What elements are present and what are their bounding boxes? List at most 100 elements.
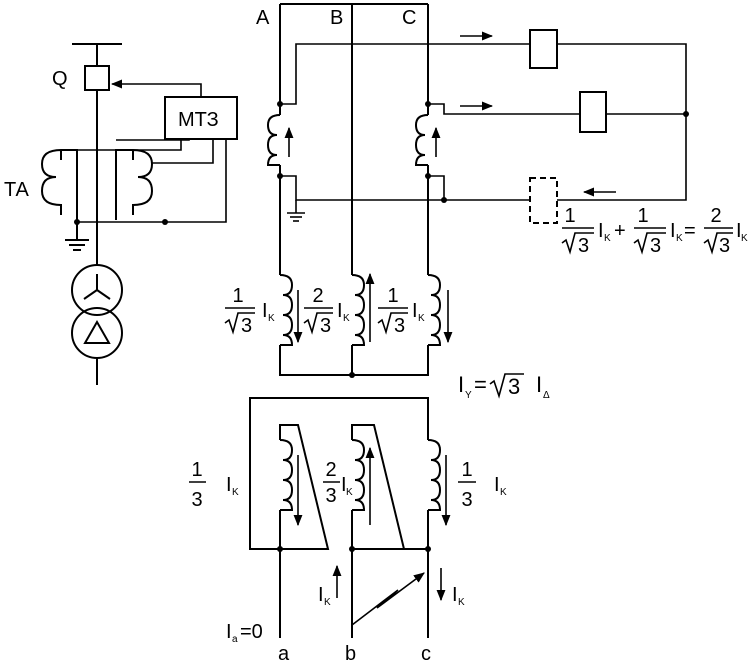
single-line-scheme: Q МТЗ ТА	[4, 43, 238, 385]
relay-wire-3	[152, 139, 214, 164]
ct-label: ТА	[4, 179, 30, 201]
delta-wire-outer	[249, 397, 429, 550]
fraction-denominator: 3	[650, 235, 661, 257]
breaker-label: Q	[52, 68, 68, 90]
breaker-q-symbol	[84, 65, 110, 91]
current-symbol: I	[736, 220, 742, 242]
star-neutral	[279, 345, 429, 376]
sqrt-sign	[224, 312, 255, 335]
fraction-denominator: 3	[578, 235, 589, 257]
current-subscript: K	[741, 233, 748, 244]
phase-b-label: B	[330, 7, 343, 29]
three-phase-scheme: A B C	[189, 3, 748, 663]
star-winding-b	[351, 274, 366, 346]
current-symbol: I	[670, 220, 676, 242]
sqrt-sign	[703, 232, 733, 255]
relay-wire-2	[116, 139, 190, 141]
trip-command-arrow	[110, 79, 202, 97]
terminal-b-label: b	[345, 643, 356, 663]
junction-dot	[162, 219, 168, 225]
current-symbol: I	[262, 300, 268, 322]
ct-secondary-right	[115, 149, 133, 220]
current-subscript: K	[268, 313, 275, 324]
equals-sign: =	[474, 372, 487, 397]
junction-dot	[74, 219, 80, 225]
fault-current-b-subscript: K	[324, 597, 331, 608]
relay-wire-1	[77, 139, 182, 151]
delta-current-b-label: 2 3 I K	[323, 459, 353, 507]
star-winding-a	[279, 274, 294, 346]
fault-current-c-symbol: I	[452, 584, 458, 606]
sqrt-sign	[377, 312, 408, 335]
star-symbol	[83, 289, 98, 300]
relay-coil-2	[579, 91, 607, 133]
wire-to-relay-1	[280, 43, 530, 105]
current-symbol: I	[226, 474, 232, 496]
fraction-denominator: 3	[191, 489, 202, 511]
current-subscript: K	[604, 233, 611, 244]
terminal-c-label: c	[421, 643, 431, 663]
ct-core-left	[40, 148, 62, 215]
fraction-numerator: 2	[325, 459, 336, 481]
sqrt-sign	[303, 312, 333, 335]
short-circuit-zigzag	[351, 572, 425, 626]
fault-current-a-symbol: I	[226, 621, 232, 643]
fraction-denominator: 3	[325, 485, 336, 507]
transformer-winding-star	[71, 264, 123, 316]
relay-wire-4	[77, 139, 227, 223]
root-argument: 3	[508, 374, 520, 399]
fraction-denominator: 3	[394, 315, 405, 337]
sqrt-sign	[489, 373, 524, 399]
current-subscript: K	[418, 313, 425, 324]
relay-coil-neutral	[529, 177, 558, 224]
plus-sign: +	[614, 220, 626, 242]
fraction-numerator: 1	[637, 205, 648, 227]
current-subscript: K	[232, 487, 239, 498]
delta-link-b	[351, 424, 406, 550]
fraction-denominator: 3	[461, 489, 472, 511]
delta-current-c-label: 1 3 I K	[458, 459, 507, 511]
fault-current-a-subscript: a	[232, 634, 238, 645]
fraction-denominator: 3	[320, 315, 331, 337]
star-current-b-label: 2 3 I K	[303, 285, 350, 337]
neutral-point	[349, 372, 355, 378]
ct-core-right	[132, 148, 154, 215]
relay-coil-1	[529, 29, 558, 69]
ct-phase-c	[414, 114, 429, 166]
star-symbol	[96, 289, 111, 300]
fraction-denominator: 3	[719, 235, 730, 257]
neutral-wire-c	[428, 175, 445, 200]
current-symbol: I	[536, 372, 542, 397]
sqrt-sign	[633, 232, 666, 255]
ct-secondary-left	[61, 149, 78, 240]
fault-current-c-subscript: K	[458, 597, 465, 608]
delta-winding-a	[279, 439, 294, 511]
current-symbol: I	[337, 300, 343, 322]
fraction-numerator: 1	[461, 459, 472, 481]
relay-sum-formula: 1 3 I K + 1 3 I K = 2 3 I K	[561, 205, 748, 257]
relay-return-wire	[557, 43, 687, 201]
current-subscript: Δ	[543, 390, 550, 401]
fault-current-b-symbol: I	[318, 584, 324, 606]
delta-winding-c	[427, 439, 442, 511]
terminal-a-label: a	[278, 643, 290, 663]
delta-current-a-label: 1 3 I K	[189, 459, 239, 511]
fraction-numerator: 1	[564, 205, 575, 227]
wire-to-relay-2	[428, 103, 580, 115]
junction-dot	[683, 111, 689, 117]
junction-dot	[441, 197, 447, 203]
fraction-numerator: 1	[232, 285, 243, 307]
fraction-numerator: 2	[710, 205, 721, 227]
current-symbol: I	[412, 300, 418, 322]
delta-winding-b	[351, 439, 366, 511]
current-symbol: I	[598, 220, 604, 242]
star-winding-c	[427, 274, 442, 346]
current-subscript: K	[343, 313, 350, 324]
current-symbol: I	[458, 372, 464, 397]
current-symbol: I	[341, 474, 347, 496]
ct-phase-a	[266, 114, 281, 166]
star-current-a-label: 1 3 I K	[224, 285, 275, 337]
phase-c-label: C	[402, 7, 416, 29]
current-subscript: K	[346, 487, 353, 498]
